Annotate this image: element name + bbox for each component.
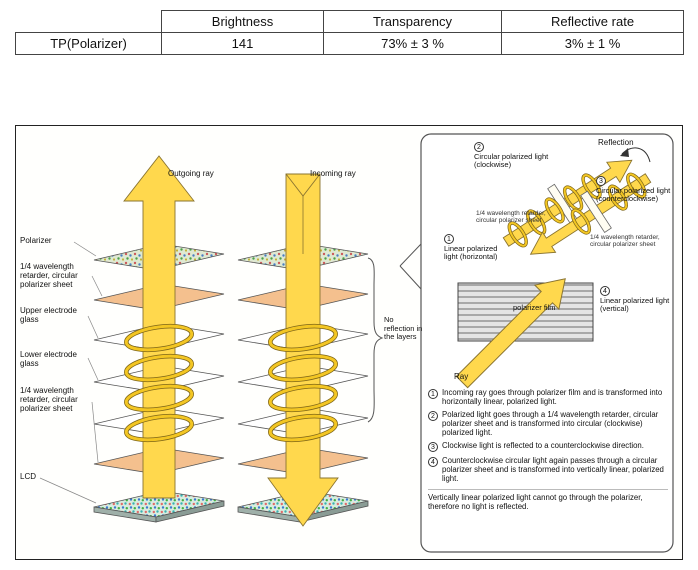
outgoing-ray-label: Outgoing ray [168,169,214,178]
spec-corner-cell [16,11,162,33]
middle-coil [268,323,338,443]
step-1-text: Incoming ray goes through polarizer film… [442,388,663,407]
callout-3-badge: 3 [596,176,606,186]
retarder-note-2: 1/4 wavelength retarder, circular polari… [590,234,660,249]
no-reflection-brace [367,257,384,423]
step-2-badge: 2 [428,411,438,422]
diagram-box: Outgoing ray Incoming ray Polarizer 1/4 … [15,125,683,560]
step-1-badge: 1 [428,389,438,399]
spec-data-row: TP(Polarizer) 141 73% ± 3 % 3% ± 1 % [15,32,684,55]
spec-transparency-value: 73% ± 3 % [323,32,502,55]
diagram-art [39,133,674,553]
callout-1-badge: 1 [444,234,454,244]
retarder-note-1: 1/4 wavelength retarder, circular polari… [476,210,546,225]
spec-header-transparency: Transparency [323,10,502,33]
callout-clockwise: 2 Circular polarized light (clockwise) [474,142,552,170]
polarizer-spec-table: Brightness Transparency Reflective rate … [15,10,684,55]
callout-2-badge: 2 [474,142,484,152]
step-2-text: Polarized light goes through a 1/4 wavel… [442,410,659,438]
layer-label-lcd: LCD [20,472,37,481]
callout-1-text: Linear polarized light (horizontal) [444,244,498,262]
polarizer-film-label: polarizer film [513,303,556,312]
label-connectors [39,241,103,504]
spec-header-brightness: Brightness [161,10,324,33]
step-4-badge: 4 [428,457,438,468]
callout-vertical: 4 Linear polarized light (vertical) [600,286,670,314]
retarder-sheet-2 [580,190,612,233]
step-item-2: 2 Polarized light goes through a 1/4 wav… [428,410,668,437]
callout-counterclockwise: 3 Circular polarized light (counterclock… [596,176,672,204]
reflection-arrowhead [620,148,629,157]
spec-header-row: Brightness Transparency Reflective rate [16,10,684,33]
reflection-label: Reflection [598,138,634,147]
panel-footnote: Vertically linear polarized light cannot… [428,489,668,511]
callout-horizontal: 1 Linear polarized light (horizontal) [444,234,508,262]
layer-label-retarder-top: 1/4 wavelength retarder, circular polari… [20,262,78,290]
circular-light-down-arrow [529,172,652,255]
callout-3-text: Circular polarized light (counterclockwi… [596,186,671,204]
callout-2-text: Circular polarized light (clockwise) [474,152,549,170]
explanation-steps: 1 Incoming ray goes through polarizer fi… [428,388,668,511]
callout-4-text: Linear polarized light (vertical) [600,296,670,314]
layer-label-lower-glass: Lower electrode glass [20,350,77,369]
ray-arrow [455,278,566,389]
step-3-badge: 3 [428,442,438,453]
step-item-3: 3 Clockwise light is reflected to a coun… [428,441,668,453]
explanation-panel-box [420,133,674,553]
step-item-4: 4 Counterclockwise circular light again … [428,456,668,483]
no-reflection-note: No reflection in the layers [384,315,423,342]
step-item-1: 1 Incoming ray goes through polarizer fi… [428,388,668,406]
callout-4-badge: 4 [600,286,610,296]
layer-label-polarizer: Polarizer [20,236,52,245]
step-3-text: Clockwise light is reflected to a counte… [442,441,644,451]
spec-reflective-rate-value: 3% ± 1 % [501,32,684,55]
panel-connector [399,243,422,290]
ray-label: Ray [454,372,469,381]
spec-header-reflective-rate: Reflective rate [501,10,684,33]
step-4-text: Counterclockwise circular light again pa… [442,456,664,484]
left-coil [124,323,194,443]
layer-label-upper-glass: Upper electrode glass [20,306,77,325]
layer-label-retarder-bottom: 1/4 wavelength retarder, circular polari… [20,386,78,414]
spec-brightness-value: 141 [161,32,324,55]
spec-row-label: TP(Polarizer) [15,32,162,55]
incoming-ray-label: Incoming ray [310,169,356,178]
